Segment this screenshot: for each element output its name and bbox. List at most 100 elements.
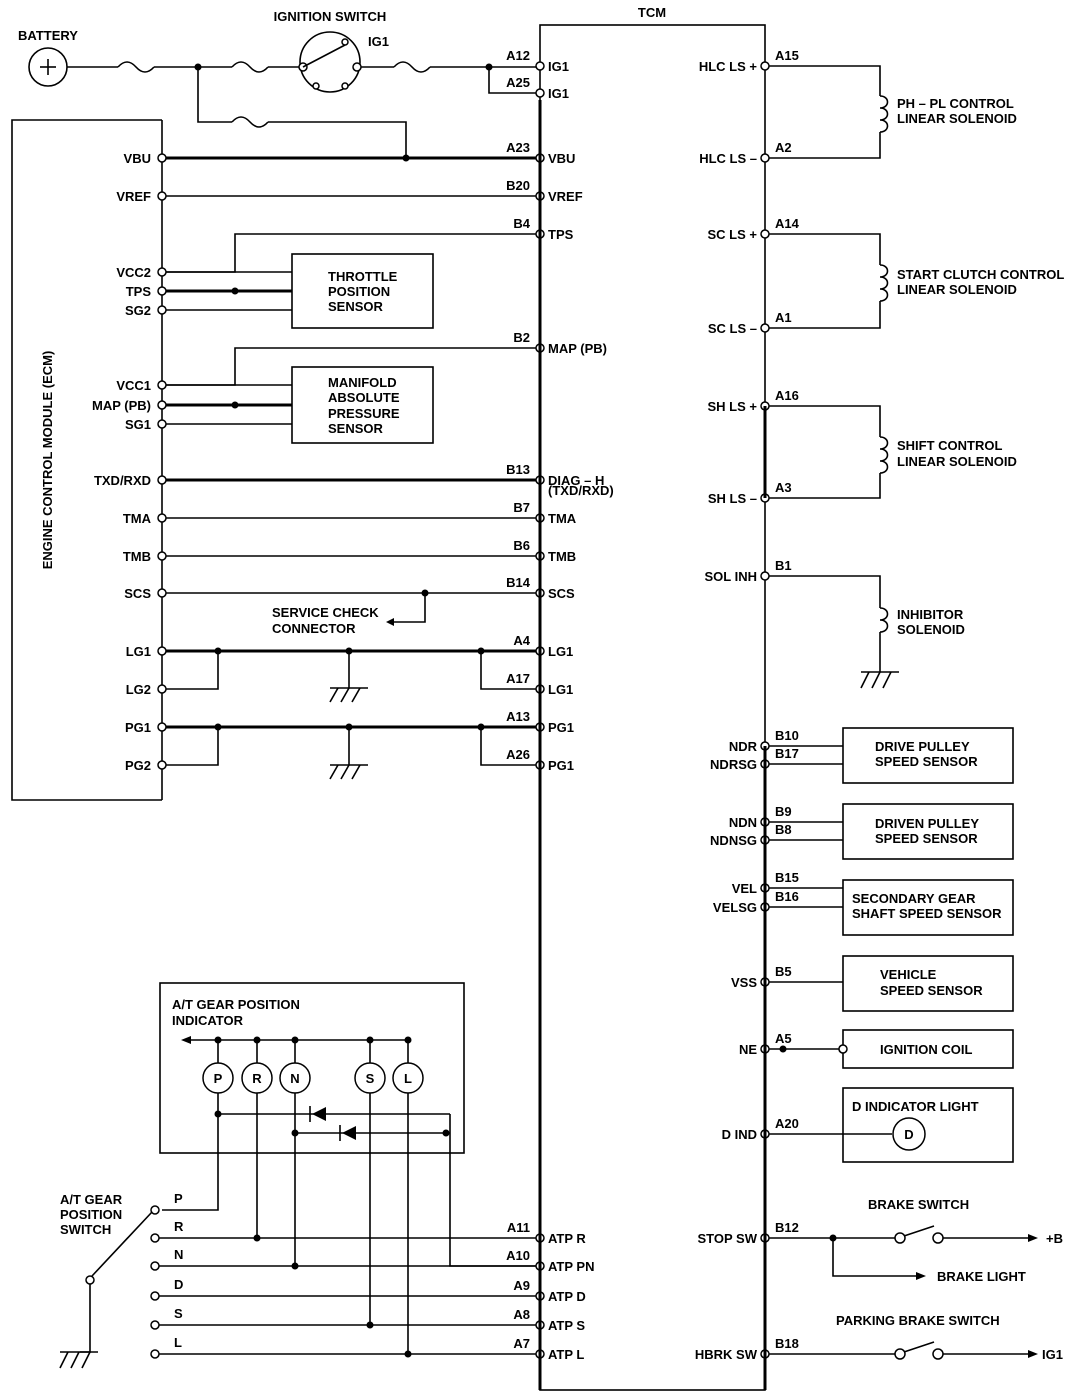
tcm-pin-label: LG1	[548, 682, 573, 697]
tcm-pin-code: A14	[775, 216, 800, 231]
gear-switch-label: SWITCH	[60, 1222, 111, 1237]
tcm-pin-label: TMB	[548, 549, 576, 564]
tcm-pin-code: B13	[506, 462, 530, 477]
fuse-icon	[231, 116, 269, 128]
tcm-pin-code: B6	[513, 538, 530, 553]
ecm-pin	[157, 551, 167, 561]
ecm-pin	[157, 267, 167, 277]
gear-switch-position-label: N	[174, 1247, 183, 1262]
drive-sensor-label: DRIVE PULLEY	[875, 739, 970, 754]
tcm-pin-code: A7	[513, 1336, 530, 1351]
gear-lamp-letter: R	[252, 1071, 262, 1086]
d-indicator-label: D INDICATOR LIGHT	[852, 1099, 979, 1114]
map-sensor-label: MANIFOLD	[328, 375, 397, 390]
service-check-label: CONNECTOR	[272, 621, 356, 636]
tcm-pin-label: HLC LS +	[699, 59, 758, 74]
d-indicator-light	[842, 1087, 1014, 1163]
gear-switch-position-label: S	[174, 1306, 183, 1321]
driven-sensor-label: DRIVEN PULLEY	[875, 816, 979, 831]
brake-light-label: BRAKE LIGHT	[937, 1269, 1026, 1284]
fuse-icon	[117, 61, 155, 73]
parking-brake-switch-label: PARKING BRAKE SWITCH	[836, 1313, 1000, 1328]
driven-pulley-speed-sensor	[842, 803, 1014, 860]
ecm-pin-label: PG2	[125, 758, 151, 773]
ecm-pin	[157, 684, 167, 694]
tcm-pin-label: D IND	[722, 1127, 757, 1142]
map-sensor-label: ABSOLUTE	[328, 390, 400, 405]
ecm-pin	[157, 646, 167, 656]
solenoid-label: START CLUTCH CONTROL	[897, 267, 1064, 282]
gear-lamp-letter: N	[290, 1071, 299, 1086]
tcm-pin-code: B10	[775, 728, 799, 743]
tcm-box	[539, 24, 766, 1391]
tcm-pin-code: B5	[775, 964, 792, 979]
tcm-pin-code: A9	[513, 1278, 530, 1293]
gear-switch-contact	[150, 1291, 160, 1301]
tcm-pin-code: A26	[506, 747, 530, 762]
tcm-pin-label: SOL INH	[705, 569, 758, 584]
ecm-pin	[157, 722, 167, 732]
tcm-pin-code: B1	[775, 558, 792, 573]
tcm-pin-code: A8	[513, 1307, 530, 1322]
ignition-switch-icon	[299, 31, 361, 93]
gear-switch-position-label: P	[174, 1191, 183, 1206]
vehicle-speed-sensor	[842, 955, 1014, 1012]
tcm-pin-label: HLC LS –	[699, 151, 757, 166]
tcm-left-pin	[535, 88, 545, 98]
tcm-pin-label: ATP PN	[548, 1259, 594, 1274]
driven-sensor-label: SPEED SENSOR	[875, 831, 978, 846]
tcm-pin-code: B12	[775, 1220, 799, 1235]
tcm-pin-code: A15	[775, 48, 799, 63]
tcm-pin-code: A5	[775, 1031, 792, 1046]
ecm-pin-label: PG1	[125, 720, 151, 735]
gear-switch-position-label: L	[174, 1335, 182, 1350]
gear-switch-contact	[150, 1261, 160, 1271]
secondary-sensor-label: SECONDARY GEAR	[852, 891, 976, 906]
coil-icon	[879, 264, 889, 302]
tcm-pin-code: A4	[513, 633, 530, 648]
ecm-pin-label: TMB	[123, 549, 151, 564]
tcm-pin-code: B8	[775, 822, 792, 837]
coil-icon	[879, 607, 889, 633]
gear-switch-contact	[150, 1349, 160, 1359]
tcm-pin-label: PG1	[548, 758, 574, 773]
ignition-switch-label: IGNITION SWITCH	[274, 9, 387, 24]
secondary-gear-shaft-speed-sensor	[842, 879, 1014, 936]
gear-switch-contact	[150, 1233, 160, 1243]
tcm-pin-code: B20	[506, 178, 530, 193]
tcm-pin-code: B14	[506, 575, 531, 590]
tcm-pin-label: LG1	[548, 644, 573, 659]
tcm-pin-label: NDN	[729, 815, 757, 830]
brake-switch-label: BRAKE SWITCH	[868, 1197, 969, 1212]
tcm-pin-label: VSS	[731, 975, 757, 990]
gear-lamp-letter: P	[214, 1071, 223, 1086]
ecm-pin	[157, 286, 167, 296]
ecm-pin-label: VCC2	[116, 265, 151, 280]
gear-indicator-label: INDICATOR	[172, 1013, 244, 1028]
ecm-pin	[157, 760, 167, 770]
ignition-coil-label: IGNITION COIL	[880, 1042, 973, 1057]
ecm-pin-label: MAP (PB)	[92, 398, 151, 413]
tcm-right-pin	[760, 229, 770, 239]
tcm-pin-label: SH LS –	[708, 491, 757, 506]
tcm-pin-code: A11	[507, 1220, 530, 1235]
throttle-sensor-label: POSITION	[328, 284, 390, 299]
vss-label: VEHICLE	[880, 967, 937, 982]
diode-icon	[312, 1107, 326, 1121]
vss-label: SPEED SENSOR	[880, 983, 983, 998]
tcm-pin-label: TMA	[548, 511, 577, 526]
tcm-pin-code: B16	[775, 889, 799, 904]
tcm-pin-label: VREF	[548, 189, 583, 204]
diag-sub-label: (TXD/RXD)	[548, 483, 614, 498]
ecm-pin-label: VBU	[124, 151, 151, 166]
ecm-pin-label: LG2	[126, 682, 151, 697]
gear-lamp-letter: S	[366, 1071, 375, 1086]
gear-switch-contact	[150, 1320, 160, 1330]
tcm-pin-label: VELSG	[713, 900, 757, 915]
tcm-pin-label: MAP (PB)	[548, 341, 607, 356]
tcm-pin-code: A3	[775, 480, 792, 495]
